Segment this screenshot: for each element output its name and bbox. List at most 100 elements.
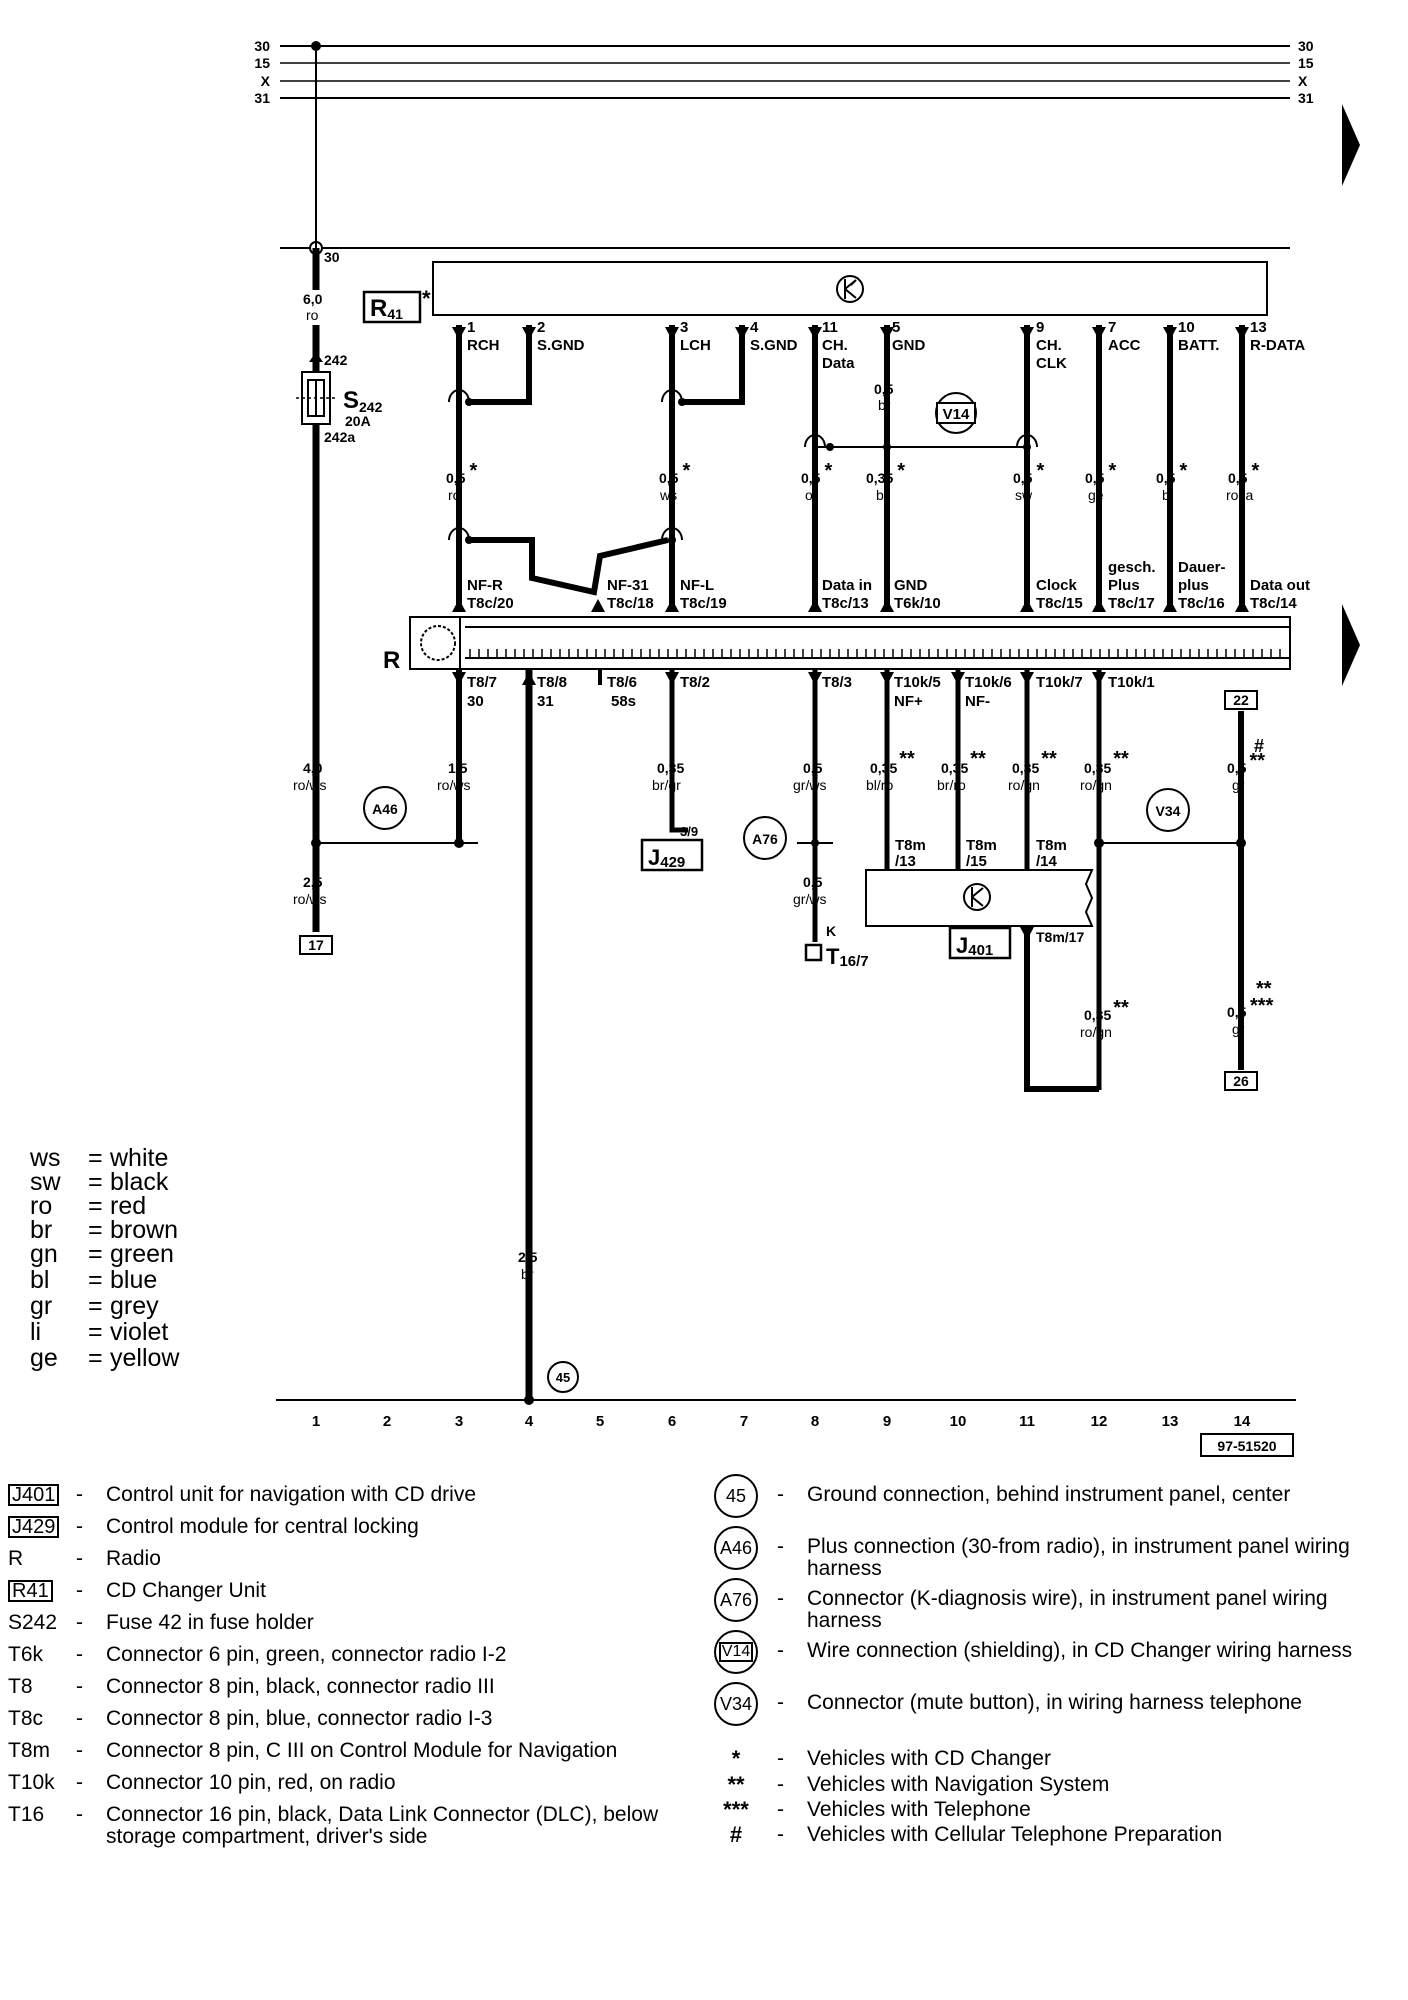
svg-text:0,5*: 0,5*: [1013, 460, 1044, 486]
svg-text:T8m/15: T8m/15: [966, 837, 997, 870]
svg-text:ge: ge: [1088, 487, 1104, 503]
svg-text:A76: A76: [752, 831, 778, 847]
svg-text:or: or: [805, 487, 818, 503]
svg-text:0,5**: 0,5**: [1227, 750, 1265, 776]
key-item: T8m-Connector 8 pin, C III on Control Mo…: [8, 1739, 618, 1762]
key-item: T8-Connector 8 pin, black, connector rad…: [8, 1675, 495, 1698]
svg-text:T10k/5: T10k/5: [894, 674, 941, 691]
v14-connection: V14: [935, 392, 977, 434]
key-item: T10k-Connector 10 pin, red, on radio: [8, 1771, 396, 1794]
svg-text:5: 5: [892, 319, 900, 336]
fuse-rating: 20A: [345, 413, 371, 429]
terminal-30-label: 30: [324, 249, 340, 265]
svg-text:0,35: 0,35: [657, 760, 684, 776]
ground-icon: 45: [714, 1474, 758, 1518]
ground-45: 45: [547, 1361, 579, 1393]
lower-wires: [311, 669, 1246, 1400]
svg-text:NF-: NF-: [965, 693, 990, 710]
svg-text:T6k/10: T6k/10: [894, 595, 941, 612]
a76-connection: A76: [743, 816, 787, 860]
svg-text:13: 13: [1250, 319, 1267, 336]
color-legend-item: bl=blue: [30, 1266, 158, 1294]
svg-text:A46: A46: [372, 801, 398, 817]
svg-text:8: 8: [811, 1413, 819, 1430]
svg-text:ro: ro: [306, 307, 319, 323]
ref-code-box: [1200, 1433, 1294, 1457]
svg-text:GND: GND: [894, 577, 928, 594]
key-item: J401-Control unit for navigation with CD…: [8, 1484, 696, 1506]
svg-text:T16/7: T16/7: [826, 944, 869, 970]
svg-text:GND: GND: [892, 337, 926, 354]
supply-wire: 6,0 ro 242 S242 20A 242a: [296, 46, 383, 930]
svg-text:31: 31: [537, 693, 554, 710]
svg-text:4,0: 4,0: [303, 760, 323, 776]
svg-text:1: 1: [467, 319, 475, 336]
color-legend-item: sw=black: [30, 1168, 169, 1196]
bus-label-left: X: [261, 73, 271, 89]
color-legend-item: li=violet: [30, 1318, 169, 1346]
svg-text:17: 17: [308, 937, 324, 953]
svg-text:T8c/20: T8c/20: [467, 595, 514, 612]
svg-text:T8c/19: T8c/19: [680, 595, 727, 612]
svg-text:T10k/6: T10k/6: [965, 674, 1012, 691]
svg-text:T8/3: T8/3: [822, 674, 852, 691]
svg-text:0,35**: 0,35**: [1084, 748, 1129, 776]
key-item: *-Vehicles with CD Changer: [731, 1746, 1051, 1771]
svg-text:0,35**: 0,35**: [941, 748, 986, 776]
svg-text:**: **: [1256, 978, 1272, 1000]
svg-text:gr: gr: [1232, 777, 1245, 793]
svg-text:ro/gn: ro/gn: [1008, 777, 1040, 793]
svg-text:T10k/1: T10k/1: [1108, 674, 1155, 691]
svg-text:T8c/16: T8c/16: [1178, 595, 1225, 612]
key-item: S242-Fuse 42 in fuse holder: [8, 1611, 314, 1634]
svg-text:12: 12: [1091, 1413, 1108, 1430]
svg-text:T8/2: T8/2: [680, 674, 710, 691]
key-item: J429-Control module for central locking: [8, 1516, 696, 1538]
bus-label-right: 30: [1298, 38, 1314, 54]
svg-text:T8m/17: T8m/17: [1036, 929, 1084, 945]
svg-text:V34: V34: [1156, 803, 1181, 819]
svg-text:ro/ws: ro/ws: [437, 777, 470, 793]
ref-box-26: [1224, 1071, 1258, 1091]
svg-text:0,5: 0,5: [803, 760, 823, 776]
svg-text:sw: sw: [1015, 487, 1033, 503]
ref-box-17: 2,5 ro/ws 17: [293, 874, 333, 955]
svg-text:0,5*: 0,5*: [659, 460, 690, 486]
gnd-wire-size: 0,5: [874, 381, 894, 397]
svg-text:K: K: [826, 923, 836, 939]
changer-wires: [448, 325, 1249, 612]
svg-text:T8/8: T8/8: [537, 674, 567, 691]
svg-text:ro/gn: ro/gn: [1080, 1024, 1112, 1040]
svg-text:2: 2: [537, 319, 545, 336]
svg-text:0,35*: 0,35*: [866, 460, 905, 486]
svg-text:22: 22: [1233, 692, 1249, 708]
svg-text:0,35**: 0,35**: [870, 748, 915, 776]
svg-text:0,5*: 0,5*: [1085, 460, 1116, 486]
key-item: T6k-Connector 6 pin, green, connector ra…: [8, 1643, 507, 1666]
svg-text:ro/ws: ro/ws: [293, 777, 326, 793]
svg-text:9: 9: [883, 1413, 891, 1430]
svg-text:0,35**: 0,35**: [1012, 748, 1057, 776]
key-item: A46-Plus connection (30-from radio), in …: [705, 1526, 1397, 1580]
fuse-pin-out: 242a: [324, 429, 355, 445]
svg-text:3: 3: [455, 1413, 463, 1430]
key-item: **-Vehicles with Navigation System: [727, 1772, 1110, 1797]
svg-text:26: 26: [1233, 1073, 1249, 1089]
t16-connector: 0,5 gr/ws K T16/7: [793, 874, 869, 970]
fuse-pin-in: 242: [324, 352, 348, 368]
svg-text:J401: J401: [956, 933, 993, 959]
svg-text:3: 3: [680, 319, 688, 336]
bus-label-left: 15: [254, 55, 270, 71]
key-item: R41-CD Changer Unit: [8, 1580, 696, 1602]
svg-text:Data out: Data out: [1250, 577, 1310, 594]
svg-text:T8c/14: T8c/14: [1250, 595, 1297, 612]
svg-text:45: 45: [556, 1370, 570, 1385]
svg-text:R-DATA: R-DATA: [1250, 337, 1305, 354]
svg-text:14: 14: [1234, 1413, 1251, 1430]
svg-text:Data in: Data in: [822, 577, 872, 594]
svg-text:10: 10: [1178, 319, 1195, 336]
svg-text:3/9: 3/9: [680, 824, 698, 839]
cd-changer-unit: R41 *: [362, 261, 1268, 324]
svg-text:13: 13: [1162, 1413, 1179, 1430]
radio-label: R: [383, 647, 400, 674]
